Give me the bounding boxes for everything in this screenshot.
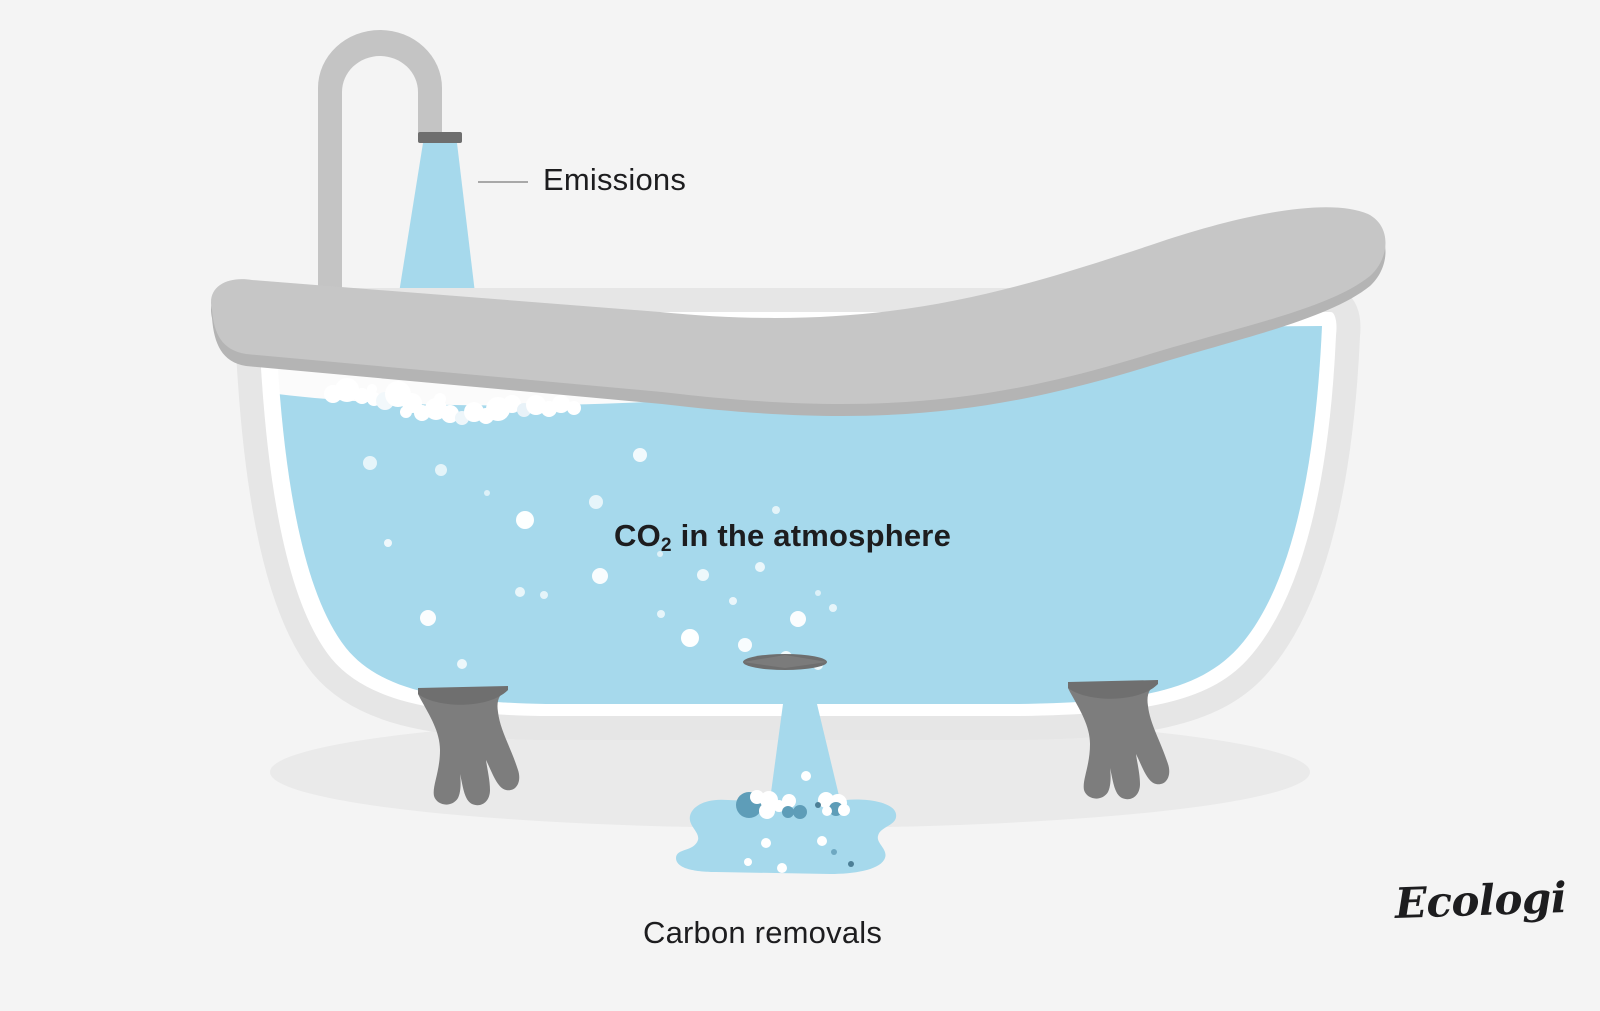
drain-highlight [743, 655, 827, 668]
carbon-removals-stream [770, 704, 840, 800]
splash-puddle [676, 771, 897, 874]
foot-right-claw [1068, 684, 1170, 800]
tub-rim [211, 207, 1386, 416]
tub-foot-left [418, 686, 520, 806]
drain [743, 654, 827, 670]
splash-bubbles [736, 771, 854, 873]
atmosphere-label: CO2 in the atmosphere [614, 518, 952, 556]
emissions-label: Emissions [543, 162, 687, 197]
water-fill [276, 326, 1322, 704]
atmosphere-label-suffix: in the atmosphere [671, 518, 952, 553]
tub-water [276, 326, 1322, 704]
tub-foot-right [1068, 680, 1170, 800]
surface-foam [324, 378, 581, 425]
carbon-removals-label: Carbon removals [643, 915, 883, 950]
spout-cap [418, 132, 462, 143]
foot-left-top [418, 686, 508, 705]
atmosphere-label-prefix: CO [614, 518, 661, 553]
puddle-shape [676, 796, 897, 874]
atmosphere-label-subscript: 2 [660, 535, 672, 556]
ecologi-logo: Ecologi [1394, 873, 1567, 928]
foot-left-claw [418, 690, 520, 806]
foot-right-top [1068, 680, 1158, 699]
rim-top [211, 207, 1386, 404]
tub-shell-shade [234, 286, 1361, 740]
